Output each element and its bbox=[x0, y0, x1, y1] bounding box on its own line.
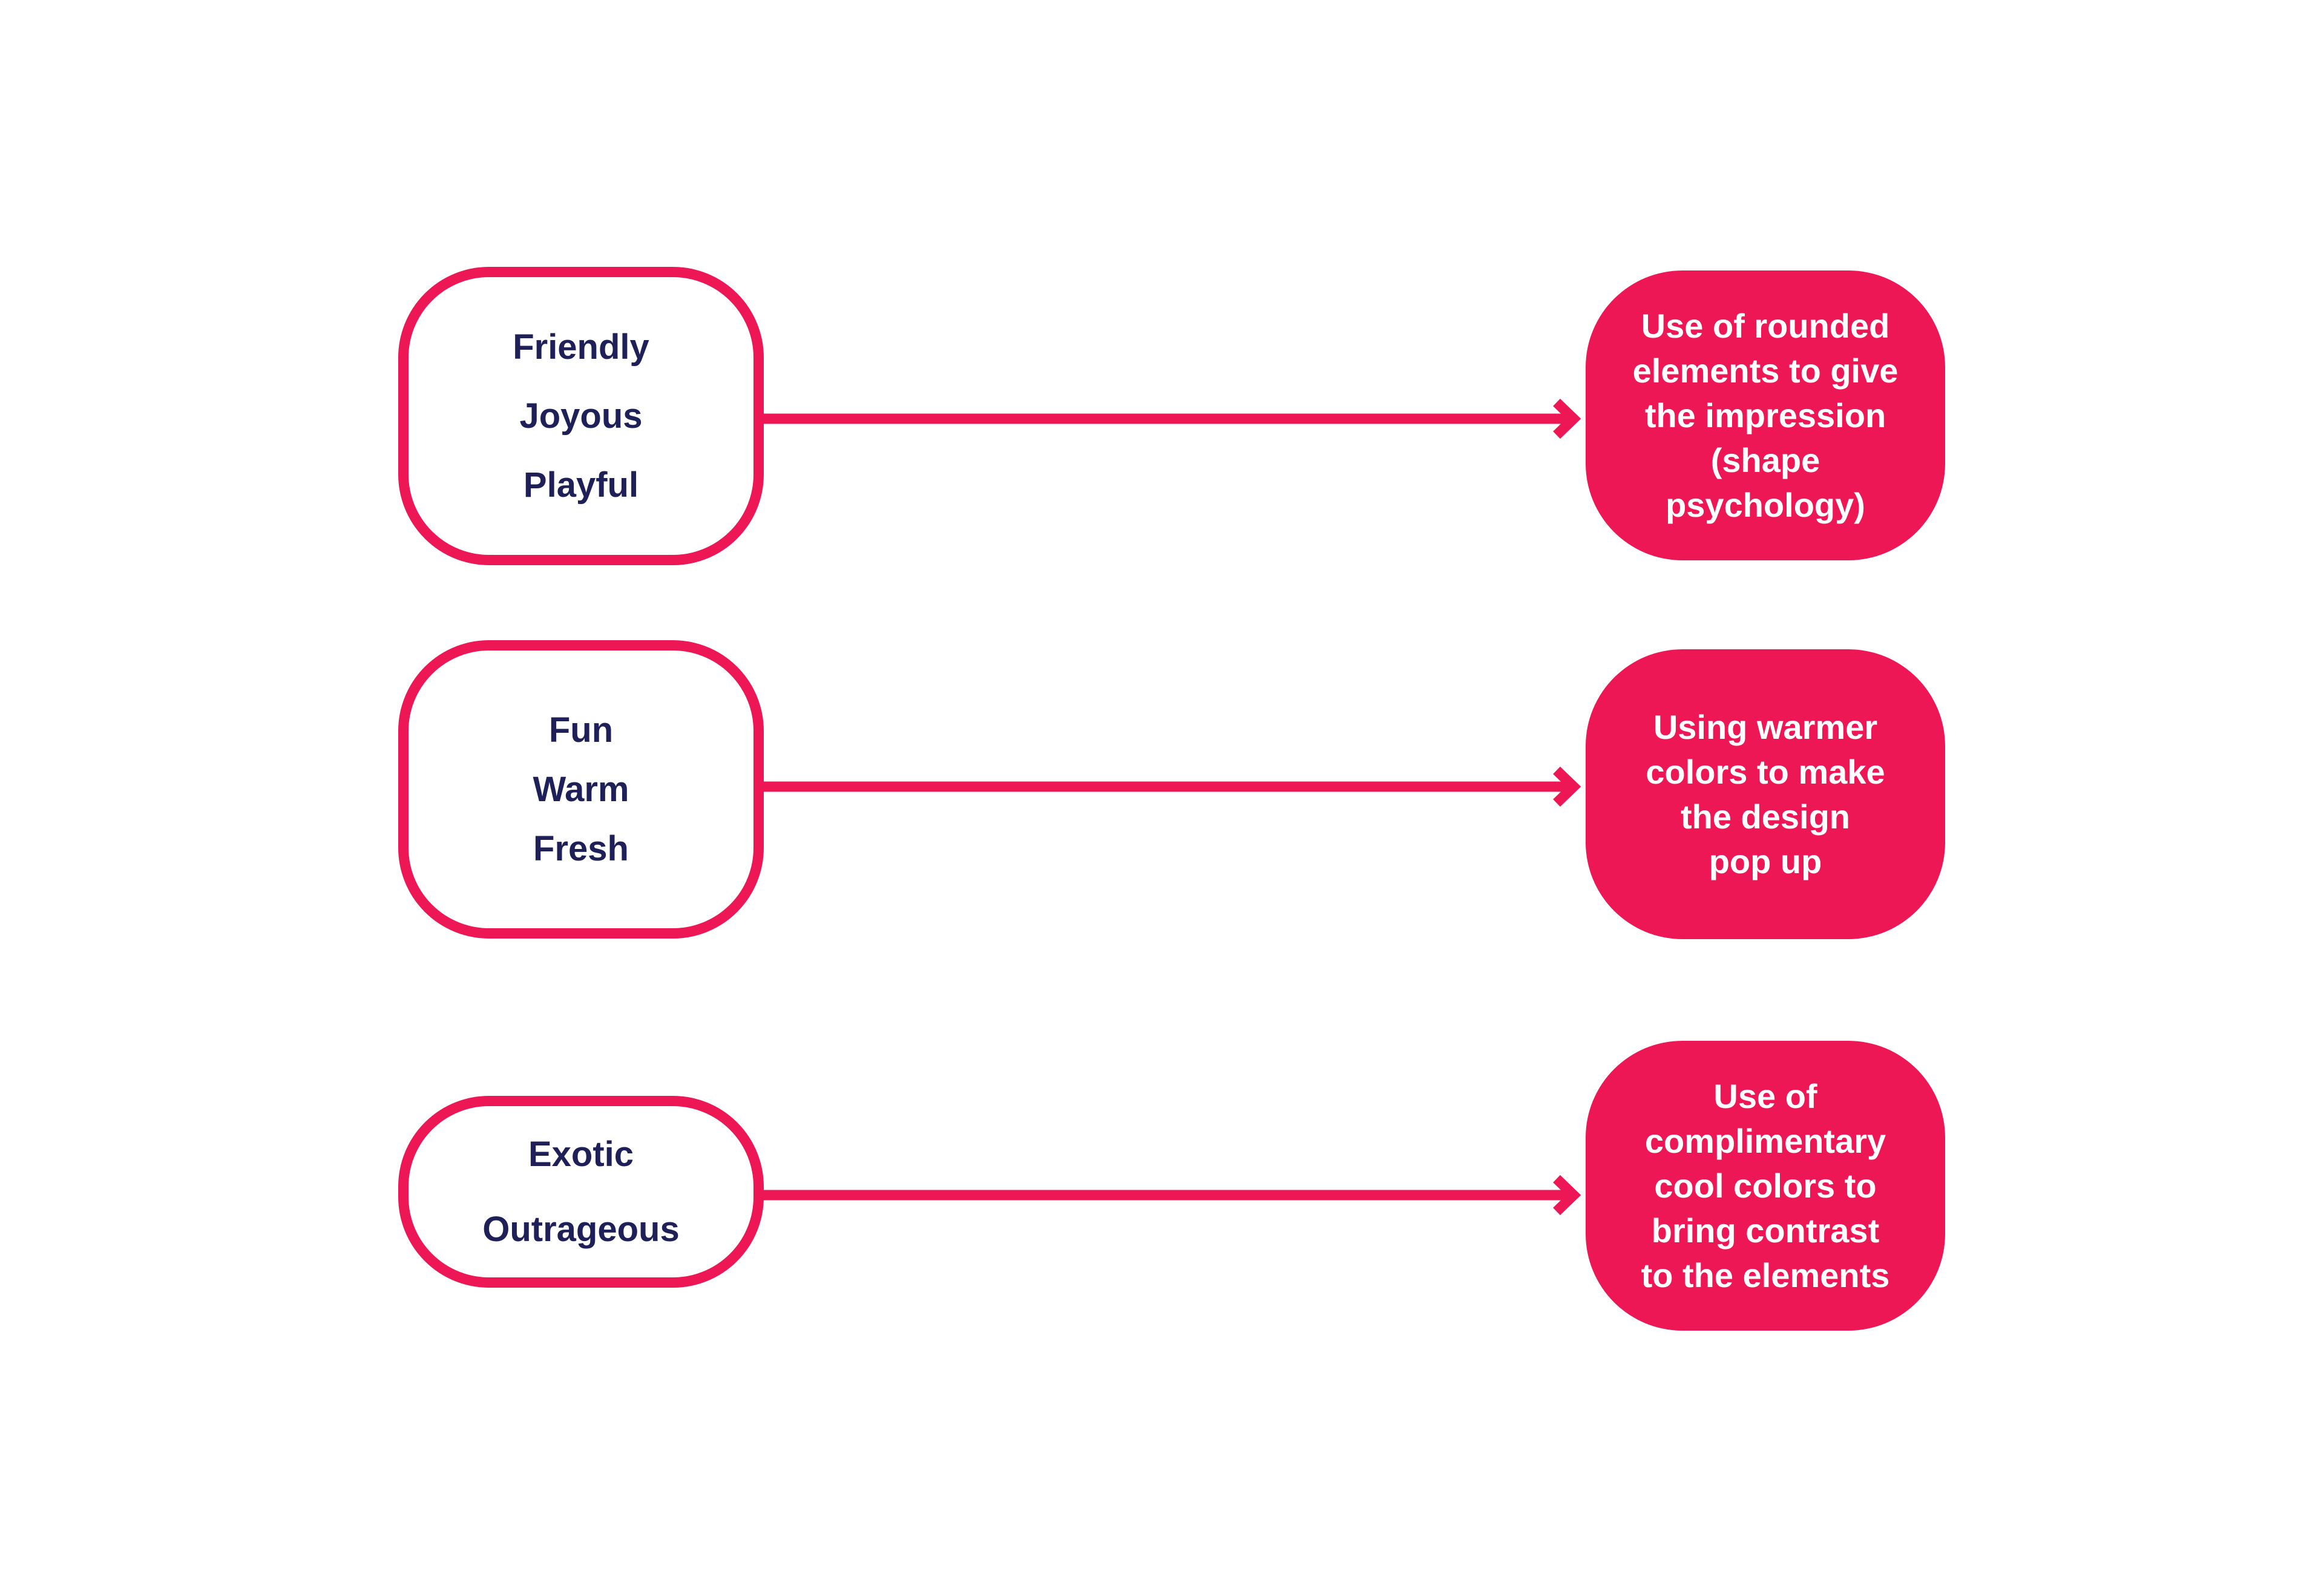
trait-label: Joyous bbox=[519, 396, 643, 436]
arrow-row-1 bbox=[761, 398, 1581, 439]
trait-label: Friendly bbox=[513, 327, 649, 367]
trait-label: Fresh bbox=[533, 828, 629, 868]
description-box-2: Using warmer colors to make the design p… bbox=[1586, 649, 1945, 939]
trait-label: Exotic bbox=[528, 1134, 634, 1174]
traits-box-1: Friendly Joyous Playful bbox=[398, 267, 764, 565]
description-text: Use of complimentary cool colors to brin… bbox=[1641, 1076, 1890, 1294]
trait-label: Fun bbox=[548, 710, 614, 750]
arrow-head-icon bbox=[1553, 1175, 1581, 1216]
traits-box-2: Fun Warm Fresh bbox=[398, 640, 764, 939]
description-text: Use of rounded elements to give the impr… bbox=[1632, 306, 1899, 524]
arrow-head-icon bbox=[1553, 766, 1581, 807]
arrow-head-icon bbox=[1553, 398, 1581, 439]
trait-label: Playful bbox=[523, 465, 639, 505]
trait-label: Outrageous bbox=[482, 1209, 680, 1249]
description-box-1: Use of rounded elements to give the impr… bbox=[1586, 270, 1945, 560]
description-text: Using warmer colors to make the design p… bbox=[1646, 707, 1885, 880]
arrow-row-2 bbox=[761, 766, 1581, 807]
arrow-row-3 bbox=[761, 1175, 1581, 1216]
trait-label: Warm bbox=[533, 769, 629, 809]
description-box-3: Use of complimentary cool colors to brin… bbox=[1586, 1041, 1945, 1331]
traits-box-3: Exotic Outrageous bbox=[398, 1096, 764, 1288]
